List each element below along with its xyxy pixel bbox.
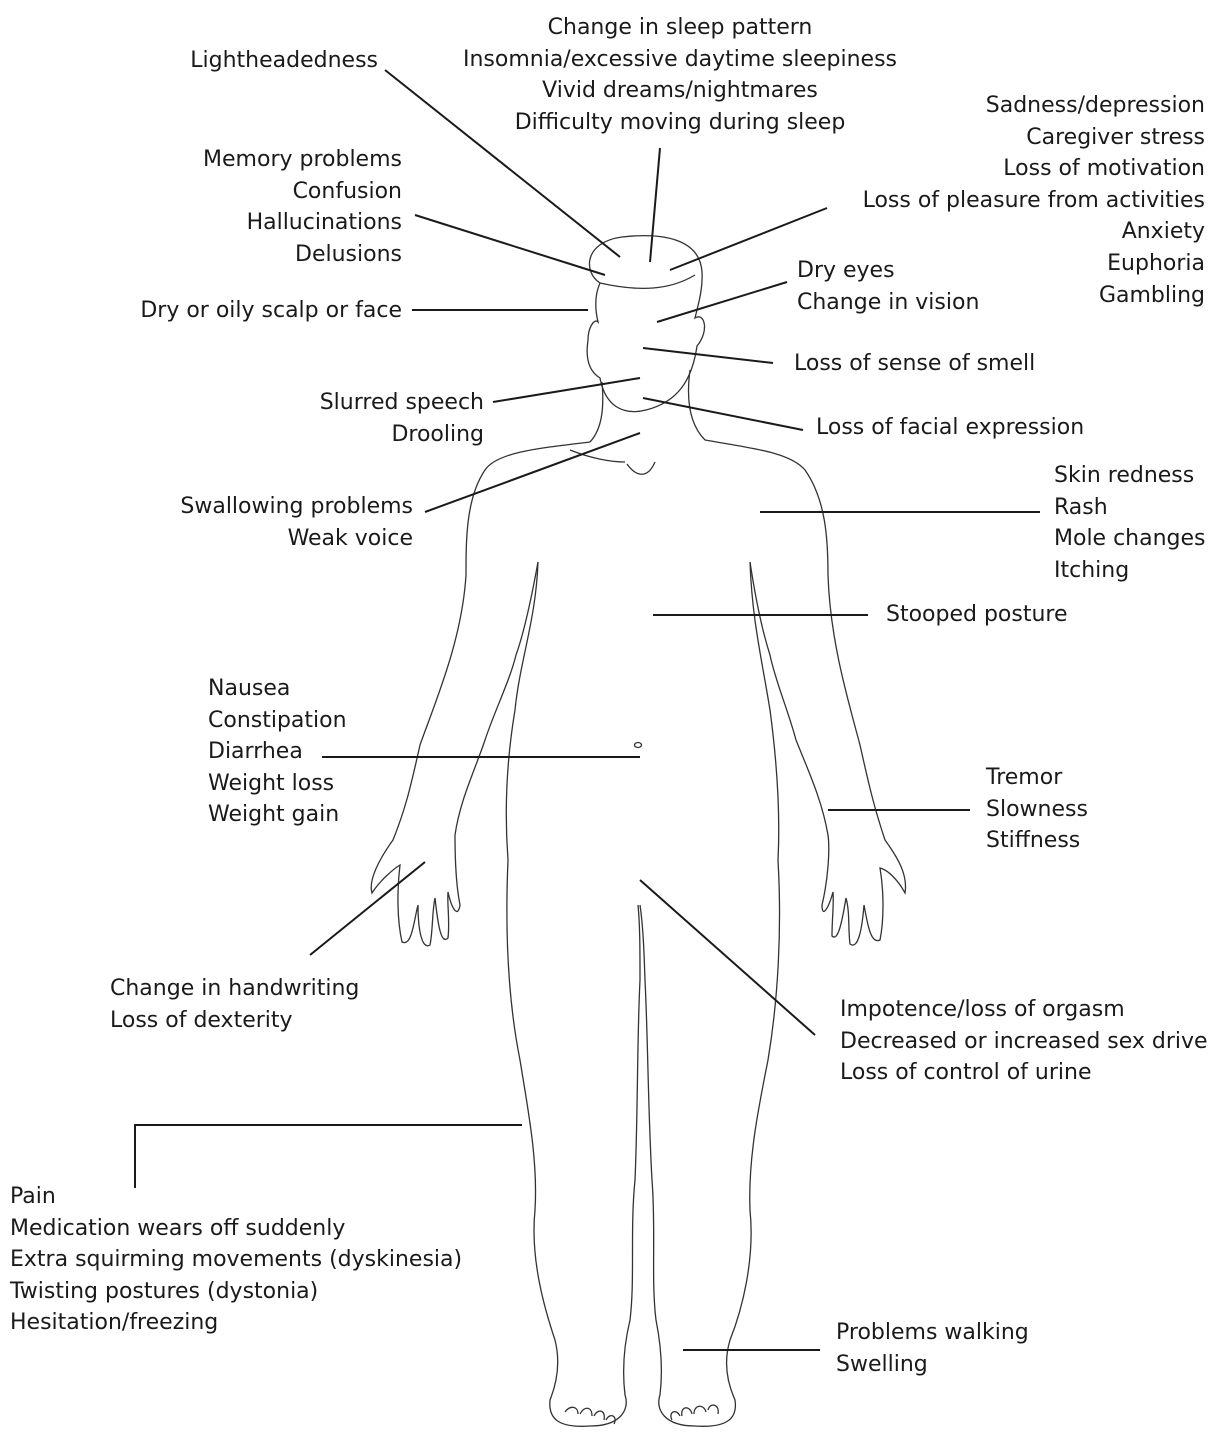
label-line: Impotence/loss of orgasm [840,994,1218,1026]
label-line: Hesitation/freezing [10,1307,490,1339]
label-line: Stiffness [986,825,1126,857]
label-line: Loss of dexterity [110,1005,400,1037]
label-swallow-symptoms: Swallowing problems Weak voice [130,491,413,554]
label-line: Itching [1054,555,1220,587]
label-facial-symptoms: Loss of facial expression [816,412,1106,444]
label-posture-symptoms: Stooped posture [886,599,1106,631]
label-line: Problems walking [836,1317,1066,1349]
label-line: Diarrhea [208,736,378,768]
label-scalp-symptoms: Dry or oily scalp or face [100,295,402,327]
label-walking-symptoms: Problems walking Swelling [836,1317,1066,1380]
label-line: Memory problems [150,144,402,176]
label-line: Slowness [986,794,1126,826]
label-motor-symptoms: Pain Medication wears off suddenly Extra… [10,1181,490,1339]
label-line: Decreased or increased sex drive [840,1026,1218,1058]
label-line: Weak voice [130,523,413,555]
label-line: Sadness/depression [835,90,1205,122]
label-line: Delusions [150,239,402,271]
label-line: Constipation [208,705,378,737]
label-line: Weight gain [208,799,378,831]
label-line: Weight loss [208,768,378,800]
label-line: Caregiver stress [835,122,1205,154]
label-line: Stooped posture [886,599,1106,631]
label-gi-symptoms: Nausea Constipation Diarrhea Weight loss… [208,673,378,831]
label-speech-symptoms: Slurred speech Drooling [270,387,484,450]
label-skin-symptoms: Skin redness Rash Mole changes Itching [1054,460,1220,586]
label-line: Swelling [836,1349,1066,1381]
label-line: Skin redness [1054,460,1220,492]
label-line: Lightheadedness [140,45,378,77]
label-line: Loss of pleasure from activities [835,185,1205,217]
label-line: Loss of sense of smell [794,348,1064,380]
label-tremor-symptoms: Tremor Slowness Stiffness [986,762,1126,857]
label-line: Pain [10,1181,490,1213]
label-line: Swallowing problems [130,491,413,523]
label-line: Dry or oily scalp or face [100,295,402,327]
label-line: Mole changes [1054,523,1220,555]
label-line: Nausea [208,673,378,705]
label-line: Drooling [270,419,484,451]
label-line: Tremor [986,762,1126,794]
label-line: Dry eyes [797,255,1017,287]
label-line: Twisting postures (dystonia) [10,1276,490,1308]
label-line: Rash [1054,492,1220,524]
label-eye-symptoms: Dry eyes Change in vision [797,255,1017,318]
label-hand-symptoms: Change in handwriting Loss of dexterity [110,973,400,1036]
label-line: Extra squirming movements (dyskinesia) [10,1244,490,1276]
label-line: Loss of control of urine [840,1057,1218,1089]
label-lightheadedness: Lightheadedness [140,45,378,77]
label-line: Change in handwriting [110,973,400,1005]
label-sexual-urinary-symptoms: Impotence/loss of orgasm Decreased or in… [840,994,1218,1089]
label-cognition-symptoms: Memory problems Confusion Hallucinations… [150,144,402,270]
label-line: Slurred speech [270,387,484,419]
label-line: Insomnia/excessive daytime sleepiness [455,44,905,76]
label-line: Confusion [150,176,402,208]
label-line: Loss of facial expression [816,412,1106,444]
label-line: Anxiety [835,216,1205,248]
label-line: Hallucinations [150,207,402,239]
label-line: Change in vision [797,287,1017,319]
label-line: Change in sleep pattern [455,12,905,44]
label-line: Loss of motivation [835,153,1205,185]
label-smell-symptoms: Loss of sense of smell [794,348,1064,380]
label-line: Medication wears off suddenly [10,1213,490,1245]
